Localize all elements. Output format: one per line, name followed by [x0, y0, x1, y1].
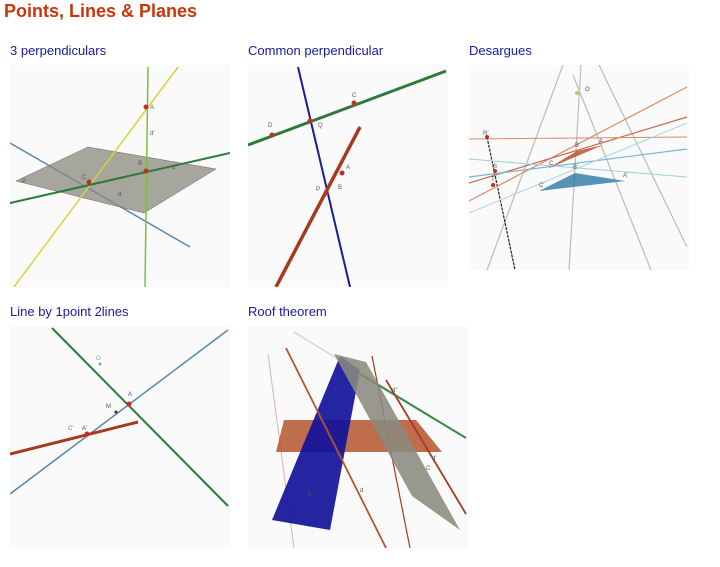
- svg-text:d': d': [150, 131, 154, 137]
- svg-text:A: A: [150, 105, 154, 111]
- svg-text:R': R': [483, 131, 488, 137]
- item-link-line-by-1point-2lines[interactable]: Line by 1point 2lines: [10, 304, 129, 319]
- svg-text:S: S: [493, 164, 497, 170]
- svg-text:B: B: [338, 185, 342, 191]
- item-link-3-perpendiculars[interactable]: 3 perpendiculars: [10, 43, 107, 58]
- svg-text:d': d': [432, 456, 436, 462]
- svg-text:C': C': [68, 426, 73, 432]
- svg-text:M: M: [106, 404, 111, 410]
- thumbnail-desargues[interactable]: R' S T O B A C B' C' A': [469, 65, 689, 270]
- gallery-item-line-by-1point-2lines[interactable]: Line by 1point 2lines A A' M C' O: [10, 303, 230, 548]
- svg-text:d: d: [360, 488, 363, 494]
- thumbnail-3-perpendiculars[interactable]: A B C d' d d'' P: [10, 65, 230, 287]
- svg-text:D: D: [268, 123, 273, 129]
- gallery-item-roof-theorem[interactable]: Roof theorem d'' d'C δ d: [248, 303, 468, 548]
- svg-text:C: C: [549, 161, 554, 167]
- thumbnail-roof-theorem[interactable]: d'' d'C δ d: [248, 326, 468, 548]
- svg-text:B: B: [138, 161, 142, 167]
- svg-text:A': A': [623, 173, 628, 179]
- gallery-item-3-perpendiculars[interactable]: 3 perpendiculars A B C d' d d'' P: [10, 42, 230, 287]
- gallery-item-desargues[interactable]: Desargues R' S T O B A C B' C' A': [469, 42, 689, 270]
- svg-text:B: B: [575, 143, 579, 149]
- svg-text:P: P: [22, 179, 26, 185]
- svg-text:δ: δ: [308, 492, 312, 498]
- svg-text:C: C: [82, 175, 87, 181]
- svg-text:C': C': [539, 183, 544, 189]
- svg-text:C: C: [426, 466, 431, 472]
- svg-text:A': A': [82, 426, 87, 432]
- svg-text:C: C: [352, 93, 357, 99]
- svg-text:A: A: [599, 139, 603, 145]
- svg-text:A: A: [128, 392, 132, 398]
- svg-text:d'': d'': [172, 165, 178, 171]
- thumbnail-common-perpendicular[interactable]: D Q C A B P: [248, 65, 448, 287]
- item-link-desargues[interactable]: Desargues: [469, 43, 532, 58]
- svg-text:O: O: [96, 356, 101, 362]
- svg-text:A: A: [346, 165, 350, 171]
- thumbnail-line-by-1point-2lines[interactable]: A A' M C' O: [10, 326, 230, 548]
- svg-text:T: T: [491, 177, 495, 183]
- svg-text:O: O: [585, 87, 590, 93]
- item-link-common-perpendicular[interactable]: Common perpendicular: [248, 43, 384, 58]
- svg-text:d: d: [118, 192, 121, 198]
- svg-text:P: P: [316, 187, 320, 193]
- svg-text:B': B': [573, 165, 578, 171]
- gallery-item-common-perpendicular[interactable]: Common perpendicular D Q C A B P: [248, 42, 448, 287]
- svg-text:d'': d'': [392, 388, 398, 394]
- item-link-roof-theorem[interactable]: Roof theorem: [248, 304, 327, 319]
- page-title: Points, Lines & Planes: [4, 1, 198, 21]
- svg-text:Q: Q: [318, 123, 323, 129]
